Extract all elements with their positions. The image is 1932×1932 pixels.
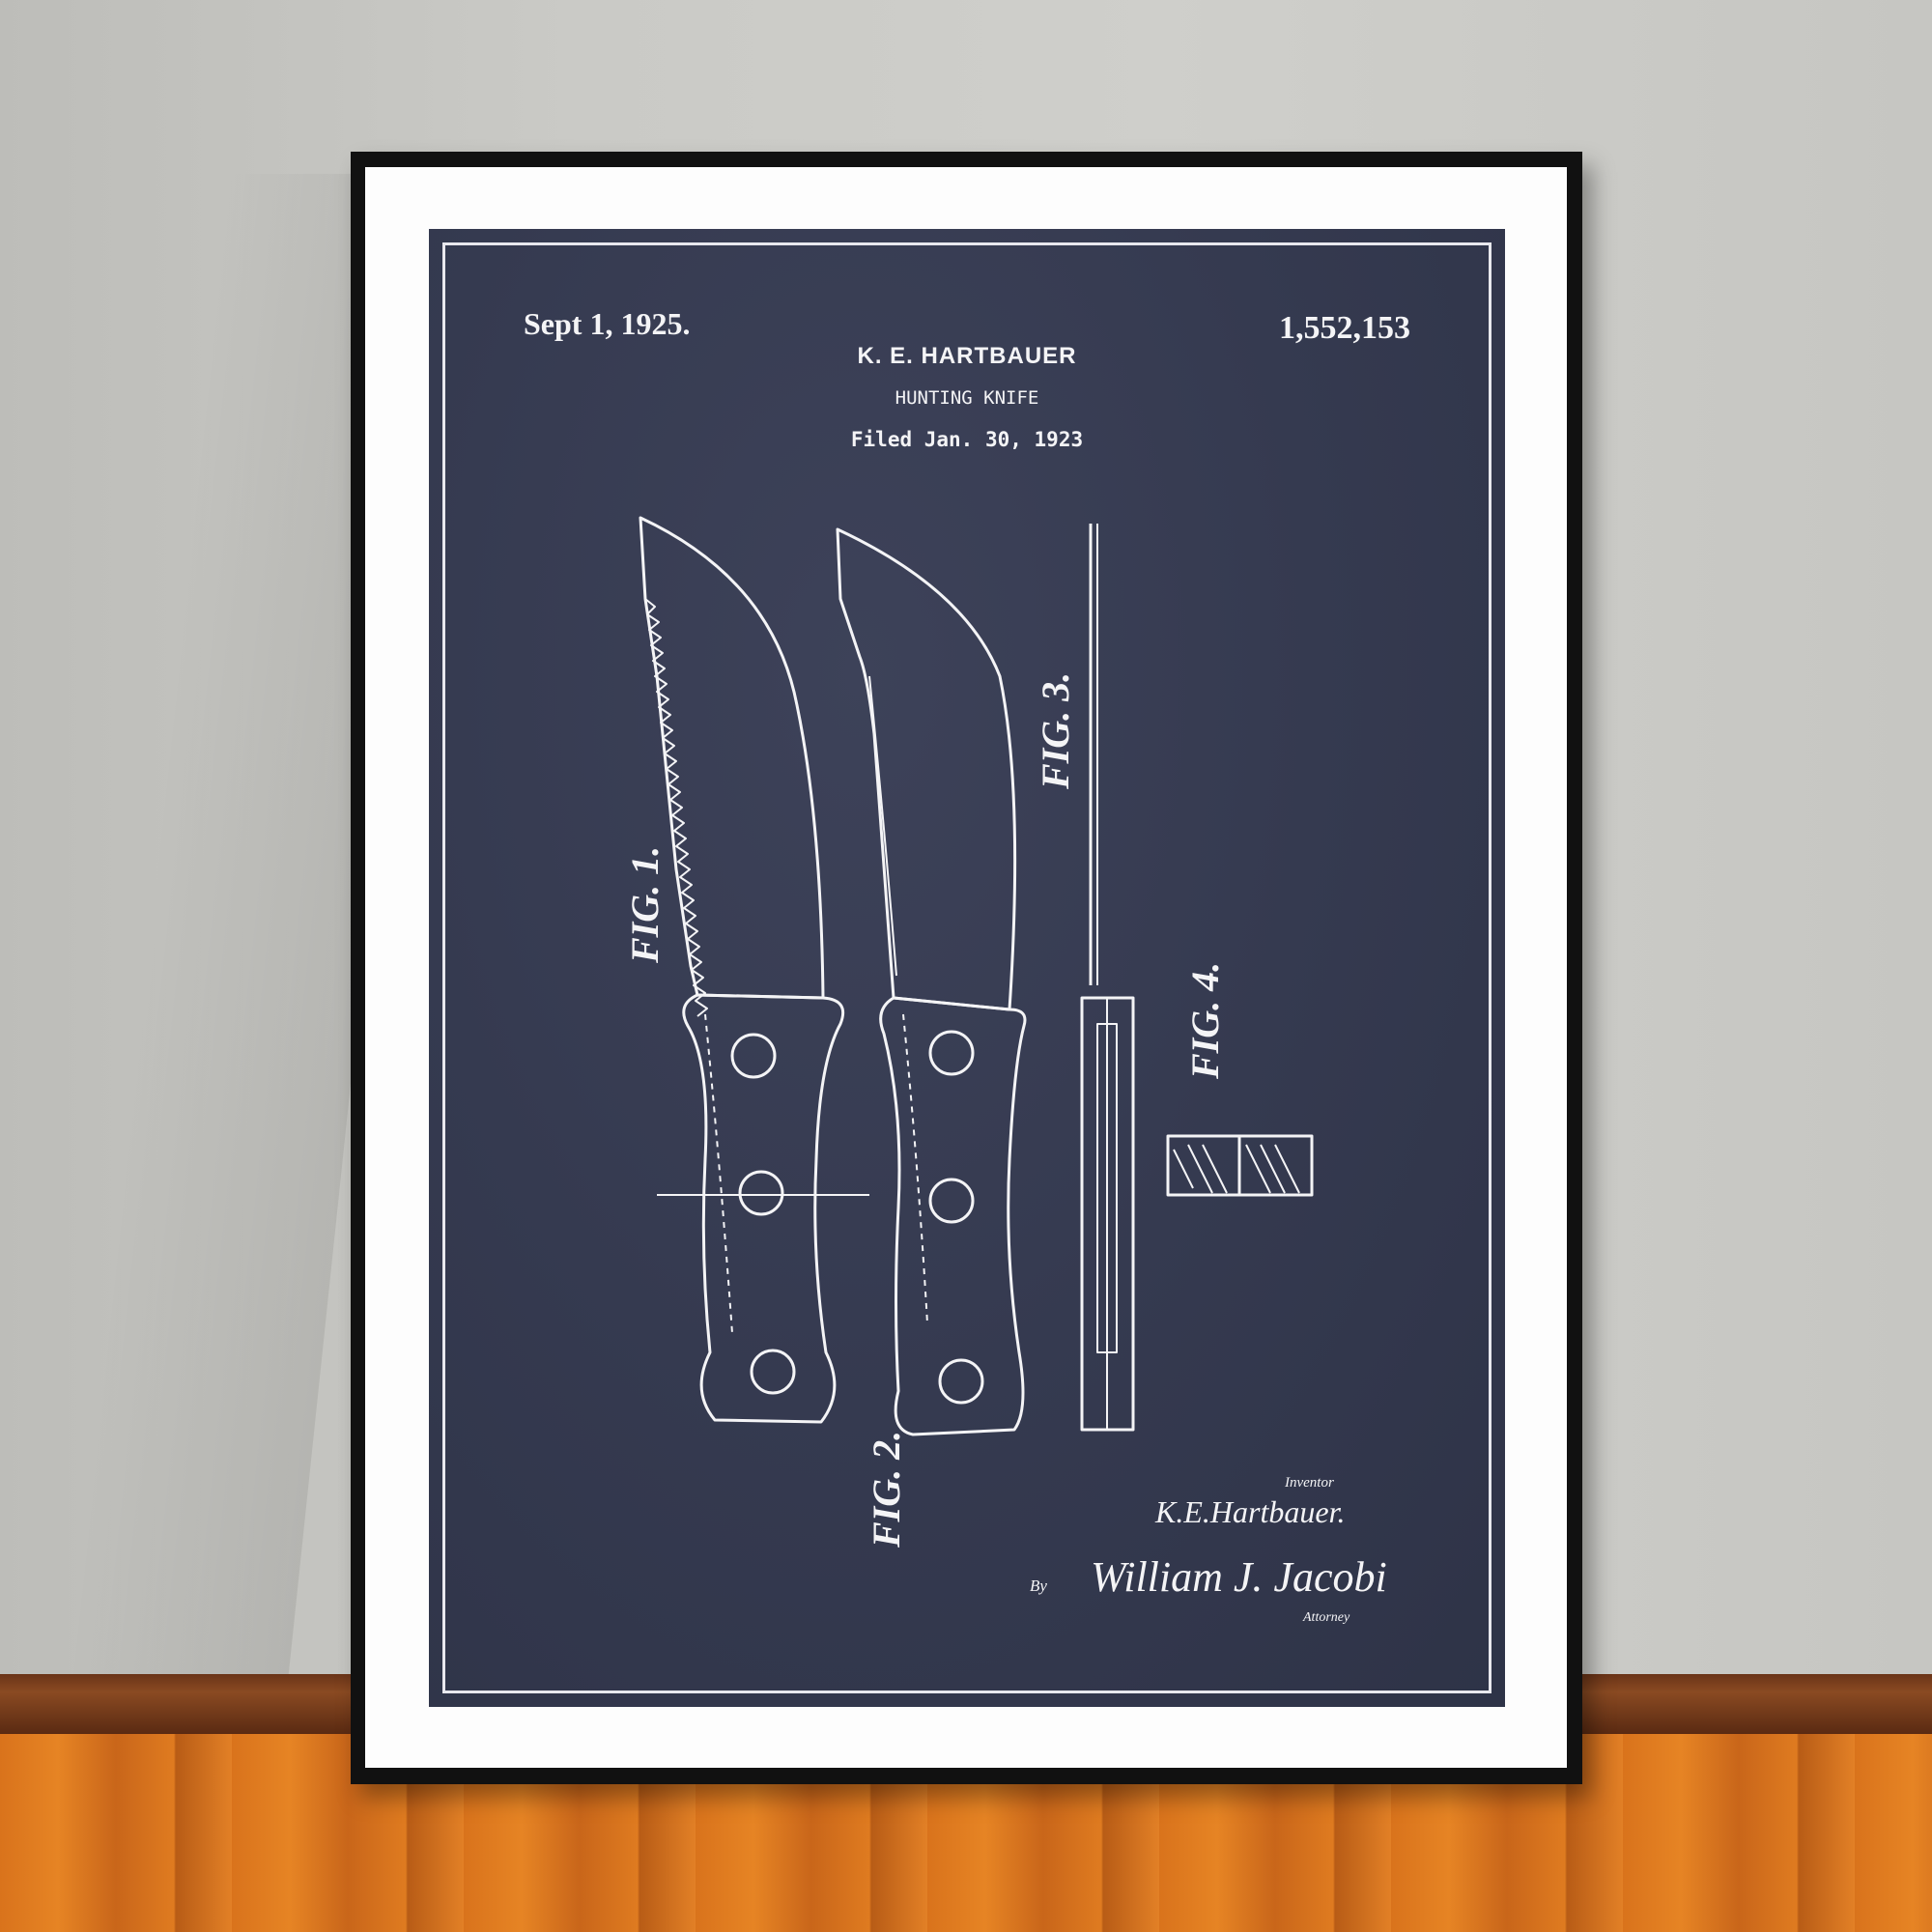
attorney-label: Attorney [1303,1610,1350,1625]
fig1-handle [682,993,845,1424]
fig1-label: FIG. 1. [623,845,667,963]
inventor-name: K. E. HARTBAUER [857,343,1077,369]
fig2-handle [879,996,1027,1436]
filed-date: Filed Jan. 30, 1923 [850,428,1084,451]
patent-print: Sept 1, 1925. 1,552,153 K. E. HARTBAUER … [429,229,1505,1707]
patent-title: HUNTING KNIFE [895,387,1039,409]
inventor-label: Inventor [1285,1475,1334,1491]
fig1-blade [639,516,825,1000]
by-label: By [1030,1577,1047,1595]
print-border [442,242,1492,1693]
fig4-label: FIG. 4. [1183,961,1227,1079]
attorney-signature: William J. Jacobi [1091,1553,1387,1601]
fig1-serration [644,598,708,1017]
knife-drawing [639,516,1314,1436]
patent-date: Sept 1, 1925. [524,306,691,341]
fig2-label: FIG. 2. [865,1430,908,1548]
inventor-signature: K.E.Hartbauer. [1155,1494,1346,1529]
patent-number: 1,552,153 [1279,310,1410,346]
fig2-blade [836,527,1017,1011]
fig3-label: FIG. 3. [1034,671,1077,789]
